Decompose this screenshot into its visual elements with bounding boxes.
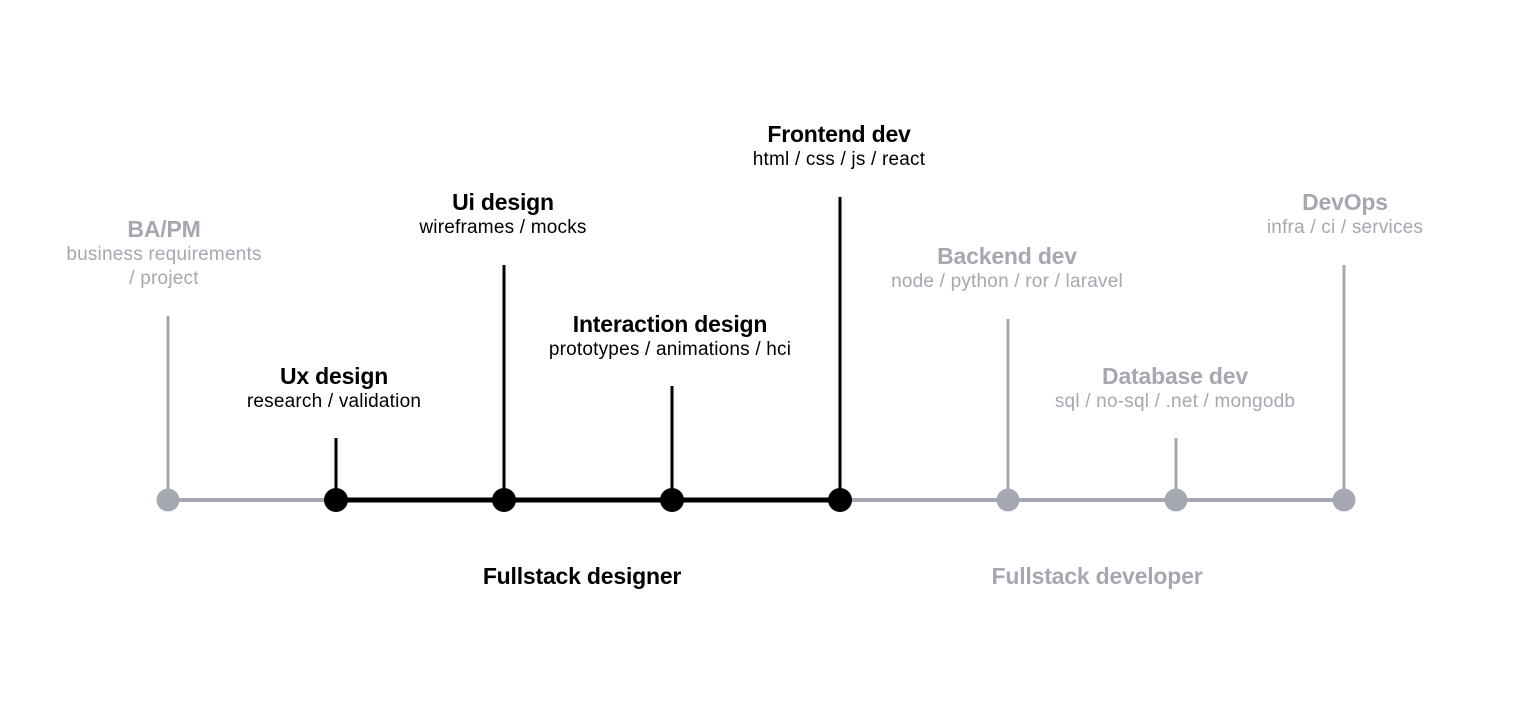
node-title-backend: Backend dev bbox=[937, 243, 1077, 269]
node-label-ux: Ux design research / validation bbox=[247, 362, 421, 414]
node-label-ui: Ui design wireframes / mocks bbox=[419, 188, 586, 240]
node-subtitle-bapm-line1: business requirements bbox=[66, 244, 262, 265]
node-subtitle-bapm-line2: / project bbox=[129, 268, 199, 289]
node-title-interaction: Interaction design bbox=[572, 311, 768, 337]
node-title-ui: Ui design bbox=[452, 189, 554, 215]
node-dot-bapm bbox=[156, 488, 180, 512]
node-dot-ui bbox=[492, 488, 516, 512]
node-subtitle-ux: research / validation bbox=[246, 391, 422, 412]
node-subtitle-backend: node / python / ror / laravel bbox=[891, 271, 1123, 292]
node-title-devops: DevOps bbox=[1302, 189, 1388, 215]
node-dot-ux bbox=[324, 488, 348, 512]
node-dot-devops bbox=[1332, 488, 1356, 512]
node-label-devops: DevOps infra / ci / services bbox=[1267, 188, 1423, 240]
node-dot-database bbox=[1164, 488, 1188, 512]
node-dot-backend bbox=[996, 488, 1020, 512]
node-title-bapm: BA/PM bbox=[127, 216, 201, 242]
group-title-fullstack-developer: Fullstack developer bbox=[991, 563, 1203, 589]
node-label-database: Database dev sql / no-sql / .net / mongo… bbox=[1055, 362, 1295, 414]
node-subtitle-devops: infra / ci / services bbox=[1266, 217, 1424, 238]
node-label-bapm: BA/PM business requirements / project bbox=[66, 215, 261, 291]
node-subtitle-interaction: prototypes / animations / hci bbox=[548, 339, 792, 360]
group-title-fullstack-designer: Fullstack designer bbox=[482, 563, 682, 589]
node-dot-frontend bbox=[828, 488, 852, 512]
node-label-interaction: Interaction design prototypes / animatio… bbox=[549, 310, 791, 362]
node-subtitle-frontend: html / css / js / react bbox=[752, 149, 926, 170]
node-title-database: Database dev bbox=[1102, 363, 1248, 389]
node-title-ux: Ux design bbox=[279, 363, 389, 389]
node-label-backend: Backend dev node / python / ror / larave… bbox=[891, 242, 1123, 294]
node-subtitle-database: sql / no-sql / .net / mongodb bbox=[1054, 391, 1296, 412]
node-subtitle-ui: wireframes / mocks bbox=[419, 217, 587, 238]
node-label-frontend: Frontend dev html / css / js / react bbox=[753, 120, 925, 172]
node-title-frontend: Frontend dev bbox=[767, 121, 911, 147]
node-dot-interaction bbox=[660, 488, 684, 512]
